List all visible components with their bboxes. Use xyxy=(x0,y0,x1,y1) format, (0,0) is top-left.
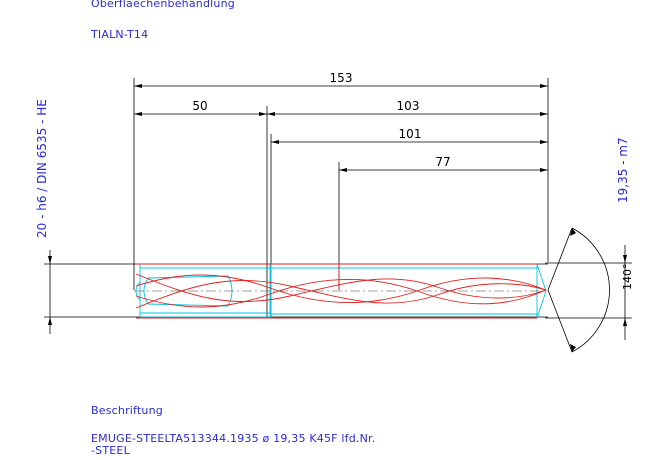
footer-line2: -STEEL xyxy=(91,444,130,457)
angle-label: 140° xyxy=(621,264,634,291)
footer-label: Beschriftung xyxy=(91,404,163,417)
dimension-texts: 153 50 103 101 77 xyxy=(192,71,450,169)
dim-shank: 50 xyxy=(192,99,207,113)
header-coating-label: TIALN-T14 xyxy=(91,28,149,41)
dim-overall: 153 xyxy=(330,71,353,85)
dim-body: 103 xyxy=(397,99,420,113)
footer-line1: EMUGE-STEELTA513344.1935 ø 19,35 K45F lf… xyxy=(91,432,376,445)
left-note: 20 - h6 / DIN 6535 - HE xyxy=(35,99,49,238)
header-surface-label: Oberflaechenbehandlung xyxy=(91,0,235,10)
dim-cutting: 77 xyxy=(435,155,450,169)
right-note: 19,35 - m7 xyxy=(616,137,630,203)
dim-flute: 101 xyxy=(399,127,422,141)
flute-helix xyxy=(135,263,547,319)
dimension-arrows xyxy=(48,84,627,352)
dimension-lines xyxy=(44,78,632,353)
